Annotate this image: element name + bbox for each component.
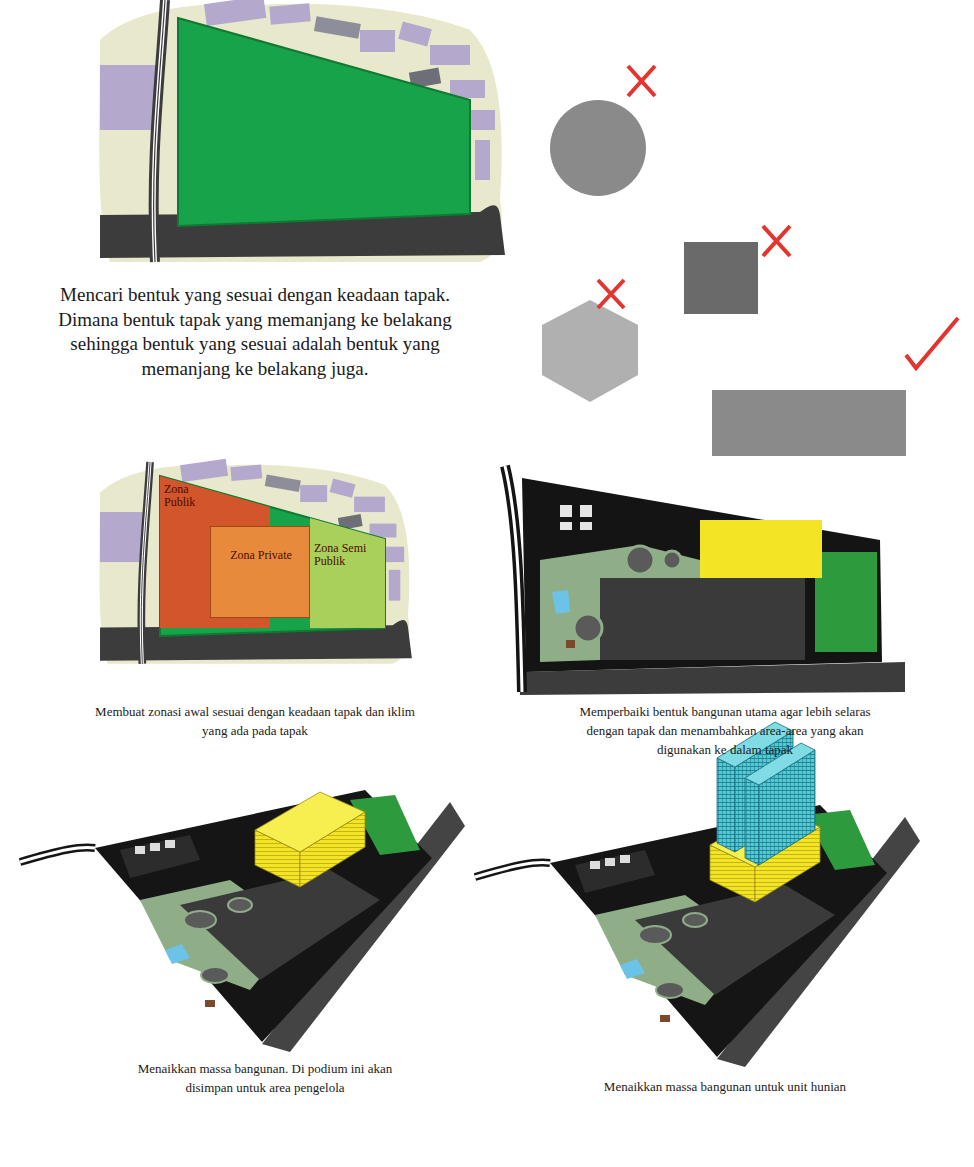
step-caption: Menaikkan massa bangunan. Di podium ini … (128, 1060, 403, 1098)
step-caption: Memperbaiki bentuk bangunan utama agar l… (560, 703, 890, 760)
step-caption: Membuat zonasi awal sesuai dengan keadaa… (90, 703, 420, 741)
step-caption: Mencari bentuk yang sesuai dengan keadaa… (30, 283, 480, 382)
step-caption: Menaikkan massa bangunan untuk unit huni… (535, 1078, 915, 1097)
zone-label: Zona Semi Publik (314, 542, 380, 568)
zone-area: Zona Private (210, 526, 310, 618)
zone-label: Zona Private (215, 549, 307, 562)
